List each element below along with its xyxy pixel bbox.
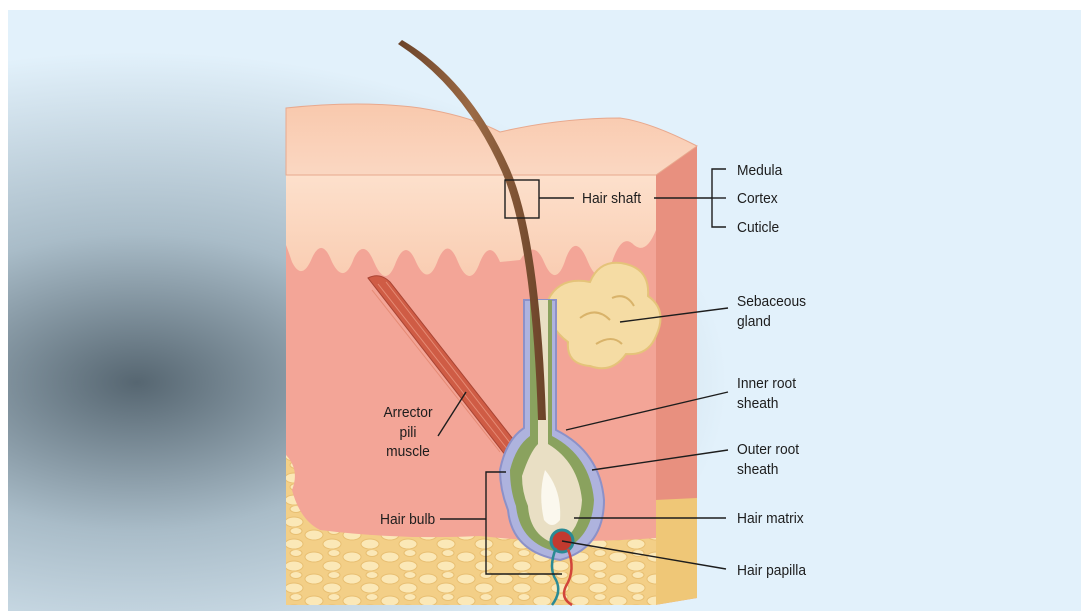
label-cortex: Cortex: [737, 189, 778, 209]
label-cuticle: Cuticle: [737, 218, 779, 238]
label-hair-shaft: Hair shaft: [582, 189, 641, 209]
fat-side-face: [655, 498, 697, 605]
label-inner-root-sheath: Inner root sheath: [737, 374, 796, 413]
label-outer-root-sheath: Outer root sheath: [737, 440, 799, 479]
label-arrector-pili-muscle: Arrector pili muscle: [371, 403, 445, 462]
label-sebaceous-gland: Sebaceous gland: [737, 292, 806, 331]
label-hair-matrix: Hair matrix: [737, 509, 804, 529]
label-medula: Medula: [737, 161, 782, 181]
label-hair-bulb: Hair bulb: [380, 510, 435, 530]
label-hair-papilla: Hair papilla: [737, 561, 806, 581]
